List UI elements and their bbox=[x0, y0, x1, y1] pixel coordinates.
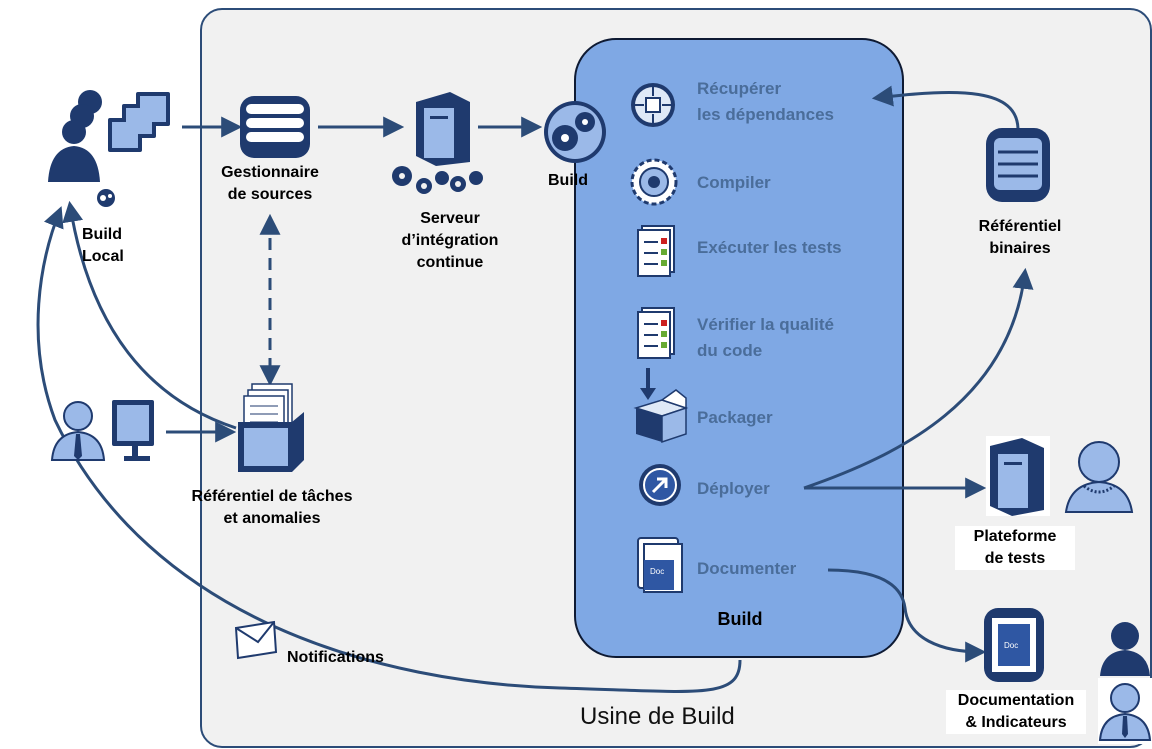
package-box-icon bbox=[633, 368, 689, 444]
dependencies-icon bbox=[630, 82, 676, 128]
compile-gear-icon bbox=[630, 158, 678, 206]
arrow-tasks-to-build-local bbox=[62, 200, 237, 430]
arrow-notification-loop bbox=[36, 206, 742, 693]
docs-icon-text: Doc bbox=[1004, 641, 1018, 650]
manager-users-icon bbox=[1098, 620, 1152, 744]
step-compile: Compiler bbox=[697, 173, 771, 192]
build-gears-icon bbox=[543, 100, 607, 164]
support-user-icon bbox=[50, 400, 168, 470]
build-trigger-label: Build bbox=[548, 172, 588, 189]
task-files-icon bbox=[238, 383, 308, 474]
notifications-label: Notifications bbox=[287, 649, 384, 666]
arrow-document-to-docs bbox=[827, 568, 987, 663]
arrow-binaries-to-deps bbox=[871, 85, 1020, 131]
developers-icon bbox=[48, 86, 188, 207]
gears-icon bbox=[390, 164, 486, 196]
build-pipeline-panel bbox=[574, 38, 904, 658]
step-deploy: Déployer bbox=[697, 479, 770, 498]
docs-repo-icon: Doc bbox=[984, 608, 1044, 682]
tests-doc-icon bbox=[636, 225, 676, 278]
step-package: Packager bbox=[697, 408, 773, 427]
binary-repo-icon bbox=[986, 128, 1050, 202]
envelope-icon bbox=[232, 620, 278, 660]
factory-title: Usine de Build bbox=[580, 703, 735, 730]
test-server-icon bbox=[986, 436, 1050, 516]
arrow-deploy-to-binaries bbox=[803, 267, 1034, 490]
document-folder-icon: Doc bbox=[636, 537, 684, 594]
step-document: Documenter bbox=[697, 559, 797, 578]
database-icon bbox=[240, 96, 310, 158]
server-icon bbox=[410, 92, 476, 166]
deploy-arrow-icon bbox=[638, 463, 682, 507]
quality-doc-icon bbox=[636, 307, 676, 360]
doc-icon-text: Doc bbox=[650, 567, 664, 576]
step-run-tests: Exécuter les tests bbox=[697, 238, 842, 257]
docs-label: Documentation& Indicateurs bbox=[946, 690, 1086, 734]
pipeline-title: Build bbox=[717, 609, 763, 629]
tester-user-icon bbox=[1062, 440, 1136, 514]
